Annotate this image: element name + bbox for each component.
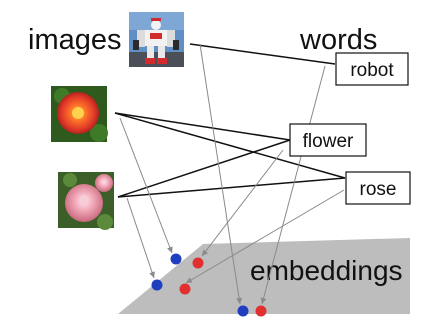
words-title: words: [299, 24, 377, 56]
word-robot-label: robot: [350, 60, 394, 81]
embedding-point-flower-word: [192, 257, 204, 269]
embedding-points: [151, 253, 267, 317]
projection-arrows: [119, 43, 345, 305]
embedding-point-flower-image: [170, 253, 182, 265]
arrow-flower-image: [119, 117, 173, 254]
rose-image-thumbnail: [58, 172, 114, 230]
line-flower-image-to-rose-word: [114, 112, 346, 179]
arrow-rose-word: [185, 189, 345, 284]
embedding-plane: [118, 238, 410, 314]
embedding-point-robot-image: [237, 305, 249, 317]
word-flower-label: flower: [303, 131, 354, 152]
line-rose-image-to-rose-word: [117, 177, 346, 198]
arrow-robot-image: [199, 43, 243, 305]
line-robot-image-to-robot-word: [189, 43, 336, 65]
arrow-robot-word: [260, 65, 326, 305]
arrow-flower-word: [201, 149, 284, 257]
images-title: images: [28, 24, 122, 56]
word-box-flower: flower: [289, 123, 367, 157]
flower-image-thumbnail: [51, 86, 108, 142]
arrow-rose-image: [126, 197, 155, 279]
line-flower-image-to-flower-word: [114, 112, 291, 141]
embedding-point-rose-image: [151, 279, 163, 291]
word-rose-label: rose: [360, 179, 397, 200]
word-box-robot: robot: [335, 52, 409, 86]
embedding-point-rose-word: [179, 283, 191, 295]
word-box-rose: rose: [345, 171, 411, 205]
connection-lines: [114, 43, 346, 198]
line-rose-image-to-flower-word: [117, 139, 291, 198]
embeddings-title: embeddings: [250, 255, 403, 286]
embedding-point-robot-word: [255, 305, 267, 317]
robot-image-thumbnail: [129, 12, 184, 67]
